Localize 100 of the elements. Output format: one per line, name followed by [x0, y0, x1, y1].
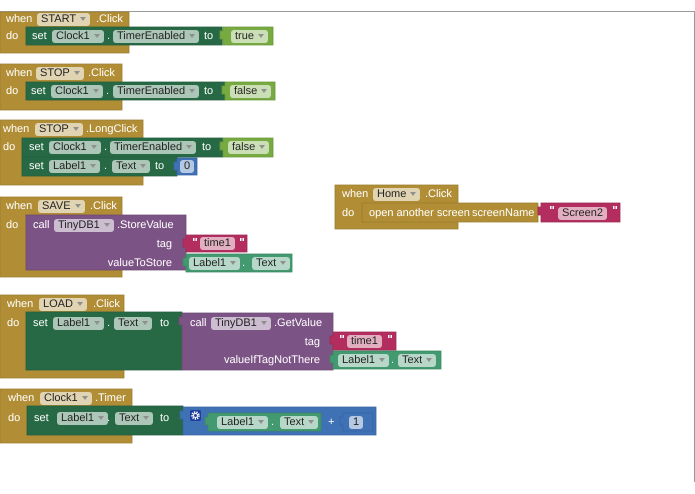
dropdown-field: false: [230, 84, 272, 98]
dropdown-field: SAVE: [38, 200, 85, 212]
block-label: do: [342, 207, 354, 219]
editable-field: 1: [349, 416, 364, 428]
block-label: set: [29, 141, 44, 153]
block-label: .: [107, 30, 110, 42]
number-block: [174, 158, 197, 175]
dropdown-field: Text: [112, 160, 150, 172]
block-label: do: [3, 141, 16, 153]
dropdown-field: STOP: [36, 66, 84, 80]
block-label: .StoreValue: [117, 219, 174, 231]
block-label: tag: [304, 336, 320, 348]
block-label: do: [7, 317, 20, 329]
block-label: .: [104, 160, 108, 172]
dropdown-field: LOAD: [39, 298, 87, 310]
setter-block: [27, 406, 183, 435]
dropdown-field: Clock1: [51, 84, 103, 98]
getter-block: [330, 351, 441, 369]
block-label: when: [6, 200, 32, 212]
editable-field: Screen2: [558, 206, 607, 220]
block-label: .Click: [88, 67, 115, 79]
editable-field: time1: [200, 236, 235, 250]
block-label: when: [7, 298, 34, 310]
dropdown-field: TimerEnabled: [113, 30, 200, 42]
block-label: to: [204, 30, 214, 42]
text-string-block: [183, 235, 247, 252]
dropdown-field: false: [228, 140, 270, 154]
block-label: to: [202, 141, 212, 153]
block-label: when: [3, 123, 30, 135]
setter-block: [22, 138, 223, 157]
block-label: do: [6, 219, 18, 231]
dropdown-field: Label1: [53, 316, 104, 330]
block-label: to: [160, 412, 170, 424]
dropdown-field: START: [37, 12, 90, 26]
block-label: set: [32, 30, 47, 42]
dropdown-field: STOP: [35, 122, 83, 136]
dropdown-field: Home: [373, 188, 420, 200]
dropdown-field: TinyDB1: [211, 316, 271, 330]
block-label: .LongClick: [86, 123, 138, 135]
block-label: to: [155, 160, 164, 172]
dropdown-field: Label1: [49, 160, 100, 172]
dropdown-field: Label1: [189, 256, 240, 270]
block-label: .: [391, 354, 394, 366]
block-label: .GetValue: [274, 317, 322, 329]
block-label: .Click: [96, 13, 123, 25]
method-call-block: [26, 215, 186, 270]
open-screen-block: [362, 203, 538, 222]
method-call-block: [179, 313, 333, 370]
block-label: .Click: [93, 298, 120, 310]
block-label: do: [8, 412, 20, 424]
block-label: call: [190, 317, 207, 329]
block-label: set: [33, 317, 48, 329]
text-string-block: [538, 203, 620, 222]
block-label: to: [204, 85, 214, 97]
dropdown-field: Text: [114, 316, 152, 330]
block-label: .: [242, 257, 246, 269]
block-label: when: [8, 392, 34, 404]
text-string-block: [330, 332, 396, 350]
block-label: set: [29, 160, 44, 172]
dropdown-field: Text: [115, 412, 154, 424]
dropdown-field: TinyDB1: [54, 218, 114, 232]
dropdown-field: Clock1: [40, 392, 92, 404]
dropdown-field: Text: [398, 354, 436, 366]
dropdown-field: Label1: [217, 416, 268, 428]
dropdown-field: Clock1: [49, 140, 101, 154]
setter-block: [26, 27, 222, 45]
block-label: .: [107, 317, 110, 329]
block-label: .Click: [425, 188, 452, 200]
block-label: do: [6, 30, 18, 42]
dropdown-field: true: [231, 30, 268, 42]
block-label: .: [107, 412, 110, 424]
block-label: do: [6, 85, 18, 97]
dropdown-field: Text: [252, 256, 290, 270]
block-label: .: [104, 141, 108, 153]
block-label: .: [106, 85, 110, 97]
number-block: [340, 413, 373, 431]
dropdown-field: Text: [280, 416, 318, 428]
editable-field: 0: [180, 160, 194, 172]
dropdown-field: Label1: [338, 354, 390, 366]
logic-block: [220, 27, 273, 45]
logic-block: [220, 138, 273, 157]
setter-block: [26, 312, 182, 370]
block-label: .Click: [90, 200, 117, 212]
getter-block: [205, 413, 321, 431]
dropdown-field: TimerEnabled: [113, 84, 200, 98]
block-label: to: [160, 317, 170, 329]
block-label: open another screen: [369, 207, 470, 219]
block-label: when: [6, 13, 32, 25]
block-label: call: [33, 219, 50, 231]
editable-field: time1: [347, 334, 382, 348]
dropdown-field: Clock1: [52, 30, 104, 42]
setter-block: [22, 157, 177, 176]
logic-block: [222, 82, 275, 100]
block-label: when: [342, 188, 368, 200]
block-label: valueIfTagNotThere: [224, 354, 320, 366]
getter-block: [183, 254, 292, 272]
block-label: when: [6, 67, 32, 79]
setter-block: [26, 82, 225, 100]
addition-block: [180, 407, 376, 435]
block-label: .Timer: [95, 392, 126, 404]
